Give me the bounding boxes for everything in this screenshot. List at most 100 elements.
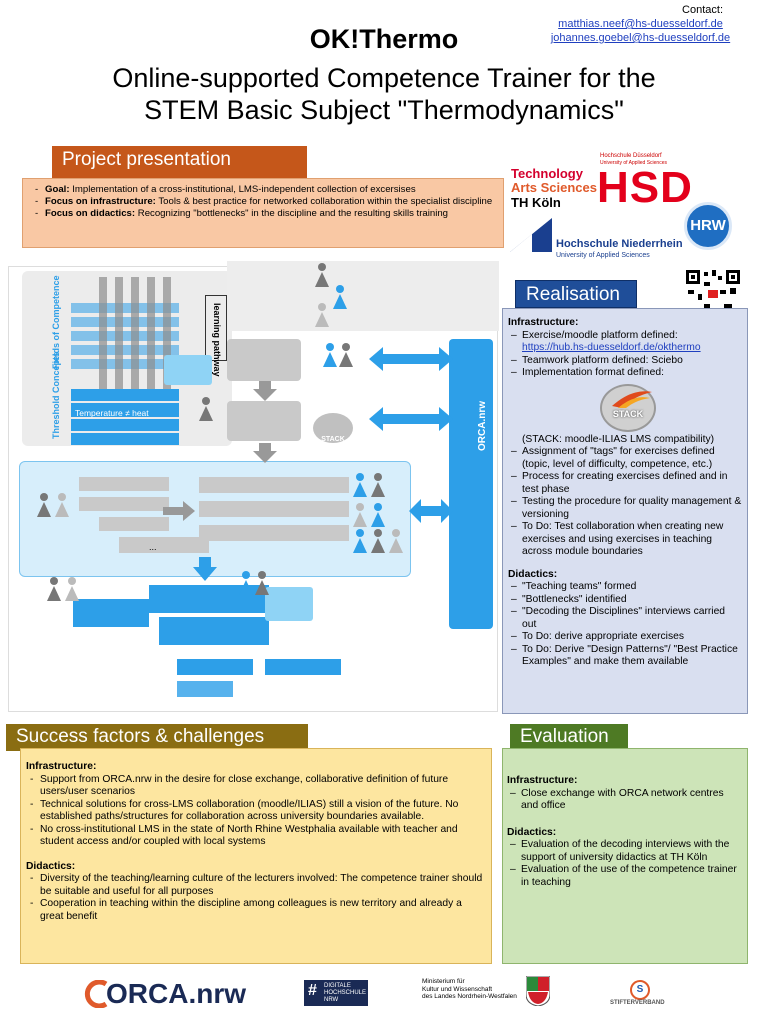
pathway-column-5 <box>163 277 171 397</box>
realisation-infra-item-4: Assignment of "tags" for exercises defin… <box>511 446 742 471</box>
pathway-column-4 <box>147 277 155 397</box>
orca-column-label: ORCA.nrw <box>477 401 488 451</box>
competence-row-4 <box>71 345 179 355</box>
hn-logo-line-1: Hochschule Niederrhein <box>556 238 683 250</box>
okthermo-hub-link[interactable]: https://hub.hs-duesseldorf.de/okthermo <box>522 342 701 353</box>
person-icon-6 <box>199 397 213 421</box>
project-item-didactics: Focus on didactics: Recognizing "bottlen… <box>35 208 495 220</box>
success-infra-title: Infrastructure: <box>26 761 97 772</box>
right-arrow-icon <box>163 501 195 521</box>
stack-logo-small: STACK <box>313 413 353 443</box>
poster-title: OK!Thermo <box>309 24 459 54</box>
evaluation-infra-item-1: Close exchange with ORCA network centres… <box>510 788 742 813</box>
workflow-bar-3 <box>99 517 169 531</box>
orca-logo-text: ORCA.nrw <box>106 978 246 1009</box>
person-icon-13 <box>353 529 367 553</box>
person-icon-18 <box>239 571 253 595</box>
pathway-column-3 <box>131 277 139 397</box>
top-grey-area <box>227 261 499 331</box>
success-infra-item-1: Support from ORCA.nrw in the desire for … <box>30 774 485 799</box>
realisation-did-item-3: "Decoding the Disciplines" interviews ca… <box>511 606 742 631</box>
double-arrow-icon-3 <box>409 499 453 523</box>
success-did-item-1: Diversity of the teaching/learning cultu… <box>30 873 485 898</box>
workflow-bar-4: ... <box>119 537 209 553</box>
person-icon-11 <box>353 503 367 527</box>
success-factors-box: Infrastructure: Support from ORCA.nrw in… <box>20 748 492 964</box>
learning-pathway-label: learning pathway <box>212 303 222 377</box>
workflow-bar-7 <box>199 525 349 541</box>
contact-block: Contact: matthias.neef@hs-duesseldorf.de… <box>518 3 763 45</box>
stack-logo-text: STACK <box>612 408 644 419</box>
person-icon-8 <box>55 493 69 517</box>
competence-row-2 <box>71 317 179 327</box>
temperature-heat-label: Temperature ≠ heat <box>75 408 149 418</box>
person-icon-4 <box>323 343 337 367</box>
project-item-infrastructure: Focus on infrastructure: Tools & best pr… <box>35 196 495 208</box>
poster-subtitle: Online-supported Competence Trainer for … <box>0 62 768 126</box>
workflow-bar-5 <box>199 477 349 493</box>
contact-email-goebel[interactable]: johannes.goebel@hs-duesseldorf.de <box>550 32 731 44</box>
down-arrow-icon-1 <box>253 381 277 401</box>
hsd-logo-small-2: University of Applied Sciences <box>600 160 667 166</box>
threshold-concepts-label: Threshold Concepts <box>51 351 61 439</box>
hsd-logo-small-1: Hochschule Düsseldorf <box>600 153 662 159</box>
stack-note: (STACK: moodle-ILIAS LMS compatibility) <box>522 433 715 445</box>
person-icon-10 <box>371 473 385 497</box>
stack-logo: STACK <box>508 380 742 434</box>
th-logo-line-3: TH Köln <box>511 195 561 210</box>
evaluation-did-title: Didactics: <box>507 826 557 838</box>
hsd-logo-text: HSD <box>597 163 693 212</box>
output-box-2 <box>73 599 149 627</box>
evaluation-box: Infrastructure: Close exchange with ORCA… <box>502 748 748 964</box>
realisation-did-item-4: To Do: derive appropriate exercises <box>511 631 742 644</box>
threshold-row-temperature: Temperature ≠ heat <box>71 403 179 418</box>
realisation-infra-item-5: Process for creating exercises defined a… <box>511 471 742 496</box>
subtitle-line-1: Online-supported Competence Trainer for … <box>112 63 656 93</box>
project-item-goal: Goal: Implementation of a cross-institut… <box>35 184 495 196</box>
workflow-bar-2 <box>79 497 169 511</box>
task-box-1 <box>227 339 301 381</box>
threshold-row-4 <box>71 433 179 445</box>
realisation-infra-item-6: Testing the procedure for quality manage… <box>511 496 742 521</box>
person-icon-5 <box>339 343 353 367</box>
evaluation-did-item-2: Evaluation of the use of the competence … <box>510 864 742 889</box>
threshold-row-1 <box>71 389 179 401</box>
realisation-box: Infrastructure: Exercise/moodle platform… <box>502 308 748 714</box>
double-arrow-icon-2 <box>369 407 453 431</box>
person-icon-1 <box>315 263 329 287</box>
orca-nrw-column: ORCA.nrw <box>449 339 493 629</box>
stifterverband-text: STIFTERVERBAND <box>610 1000 665 1006</box>
evaluation-infra-title: Infrastructure: <box>507 775 578 786</box>
contact-email-neef[interactable]: matthias.neef@hs-duesseldorf.de <box>558 18 723 30</box>
evaluation-header: Evaluation <box>510 724 628 751</box>
person-icon-2 <box>333 285 347 309</box>
success-infra-item-2: Technical solutions for cross-LMS collab… <box>30 799 485 824</box>
process-diagram: Fields of Competence Threshold Concepts … <box>8 261 499 712</box>
person-icon-15 <box>389 529 403 553</box>
person-icon-3 <box>315 303 329 327</box>
person-icon-7 <box>37 493 51 517</box>
realisation-did-item-2: "Bottlenecks" identified <box>511 594 742 607</box>
realisation-header: Realisation <box>515 280 637 308</box>
person-icon-19 <box>255 571 269 595</box>
task-box-2 <box>227 401 301 441</box>
selection-card <box>164 355 212 385</box>
output-box-4 <box>177 659 253 675</box>
workflow-bar-1 <box>79 477 169 491</box>
learning-pathway-bracket <box>205 295 227 361</box>
evaluation-did-item-1: Evaluation of the decoding interviews wi… <box>510 839 742 864</box>
realisation-infra-item-3: Implementation format defined: <box>511 367 742 380</box>
success-infra-item-3: No cross-institutional LMS in the state … <box>30 824 485 849</box>
output-box-6 <box>177 681 233 697</box>
double-arrow-icon-1 <box>369 347 453 371</box>
nrw-coat-of-arms-icon <box>526 976 550 1006</box>
output-box-5 <box>265 659 341 675</box>
stack-flame-icon <box>612 390 652 408</box>
realisation-infra-title: Infrastructure: <box>508 317 579 328</box>
output-box-3 <box>159 617 269 645</box>
pathway-column-1 <box>99 277 107 397</box>
success-factors-header: Success factors & challenges <box>6 724 308 751</box>
